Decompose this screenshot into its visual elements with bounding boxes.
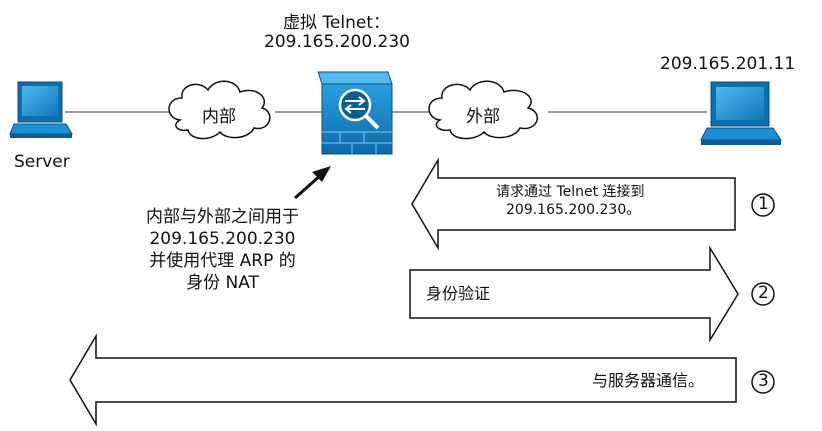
outside-cloud-icon — [428, 80, 538, 140]
nat-pointer-arrow — [294, 166, 331, 200]
remote-host-computer-icon — [700, 81, 782, 145]
step3-arrow — [69, 333, 737, 427]
step1-arrow — [411, 157, 736, 251]
step2-number: 2 — [758, 283, 769, 303]
server-computer-icon — [9, 81, 73, 138]
step2-text: 身份验证 — [426, 284, 491, 303]
step1-text-line: 请求通过 Telnet 连接到 — [496, 184, 645, 200]
nat-note-line: 身份 NAT — [186, 273, 259, 293]
nat-note-line: 209.165.200.230 — [149, 229, 296, 249]
step3-circle — [751, 370, 775, 394]
virtual-telnet-ip: 209.165.200.230 — [264, 32, 411, 52]
nat-note-line: 并使用代理 ARP 的 — [149, 251, 296, 271]
nat-note-line: 内部与外部之间用于 — [146, 207, 299, 227]
outside-cloud-label: 外部 — [466, 107, 500, 127]
nat-note: 内部与外部之间用于 209.165.200.230 并使用代理 ARP 的 身份… — [120, 206, 325, 294]
remote-host-ip: 209.165.201.11 — [660, 54, 796, 74]
step1-text-line: 209.165.200.230。 — [506, 202, 641, 218]
step1-circle — [751, 193, 775, 217]
security-appliance-icon — [317, 71, 393, 155]
inside-cloud-label: 内部 — [202, 107, 236, 127]
step2-circle — [751, 282, 775, 306]
step3-number: 3 — [758, 371, 769, 391]
step2-arrow — [409, 245, 739, 343]
server-label: Server — [14, 152, 70, 172]
virtual-telnet-title: 虚拟 Telnet： — [283, 13, 390, 33]
step3-text: 与服务器通信。 — [592, 371, 705, 390]
step1-number: 1 — [758, 194, 769, 214]
step1-text: 请求通过 Telnet 连接到 209.165.200.230。 — [496, 183, 645, 219]
inside-cloud-icon — [168, 80, 271, 140]
